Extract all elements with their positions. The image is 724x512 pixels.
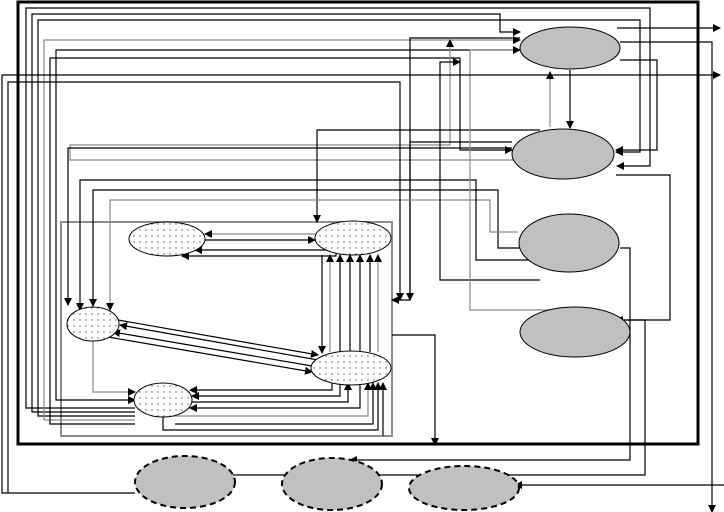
connector-arrow (175, 382, 377, 425)
connector-arrow (189, 383, 361, 412)
connector-arrow (313, 129, 540, 223)
connector-arrow (55, 49, 520, 404)
connector-arrow (117, 319, 319, 358)
connector-arrow (615, 59, 658, 154)
connector-arrow (172, 382, 372, 417)
connector-arrow (92, 341, 136, 396)
connector-arrow (189, 382, 333, 394)
dotted-node (66, 306, 120, 342)
connector-arrow (392, 334, 439, 446)
connector-arrow (112, 329, 319, 368)
connector-arrow (76, 179, 530, 311)
dotted-node (128, 221, 206, 257)
connector-arrow (64, 147, 512, 306)
connector-arrow (194, 245, 331, 254)
gray-node (518, 213, 620, 273)
gray-node (511, 128, 615, 180)
gray-node (519, 26, 621, 70)
connector-arrow (406, 37, 520, 301)
connector-arrow (439, 58, 540, 281)
dashed-node (281, 457, 383, 511)
connector-arrow (162, 382, 382, 431)
connector-arrow (43, 36, 521, 421)
connector-arrow (469, 46, 575, 311)
connector-arrow (37, 19, 641, 417)
connector-arrow (106, 199, 518, 311)
inner-frame (60, 221, 393, 437)
connector-arrow (191, 384, 341, 400)
connector-arrow (89, 189, 520, 307)
connector-arrow (49, 57, 513, 425)
connector-arrow (1, 71, 721, 494)
dashed-node (408, 465, 520, 511)
connector-arrow (349, 247, 631, 464)
connector-arrow (620, 41, 716, 512)
connector-arrow (31, 13, 521, 413)
dotted-node (133, 382, 193, 418)
connectors (1, 7, 724, 512)
connector-arrow (69, 39, 516, 161)
dotted-node (314, 220, 392, 256)
outer-frame (16, 0, 700, 446)
connector-arrow (181, 250, 337, 260)
dashed-node (134, 455, 236, 509)
connector-arrow (192, 382, 352, 403)
connector-arrow (119, 322, 319, 361)
connector-arrow (7, 81, 404, 493)
connector-arrow (107, 336, 313, 375)
dotted-node (310, 350, 392, 386)
nodes (66, 26, 631, 511)
gray-node (519, 306, 631, 358)
